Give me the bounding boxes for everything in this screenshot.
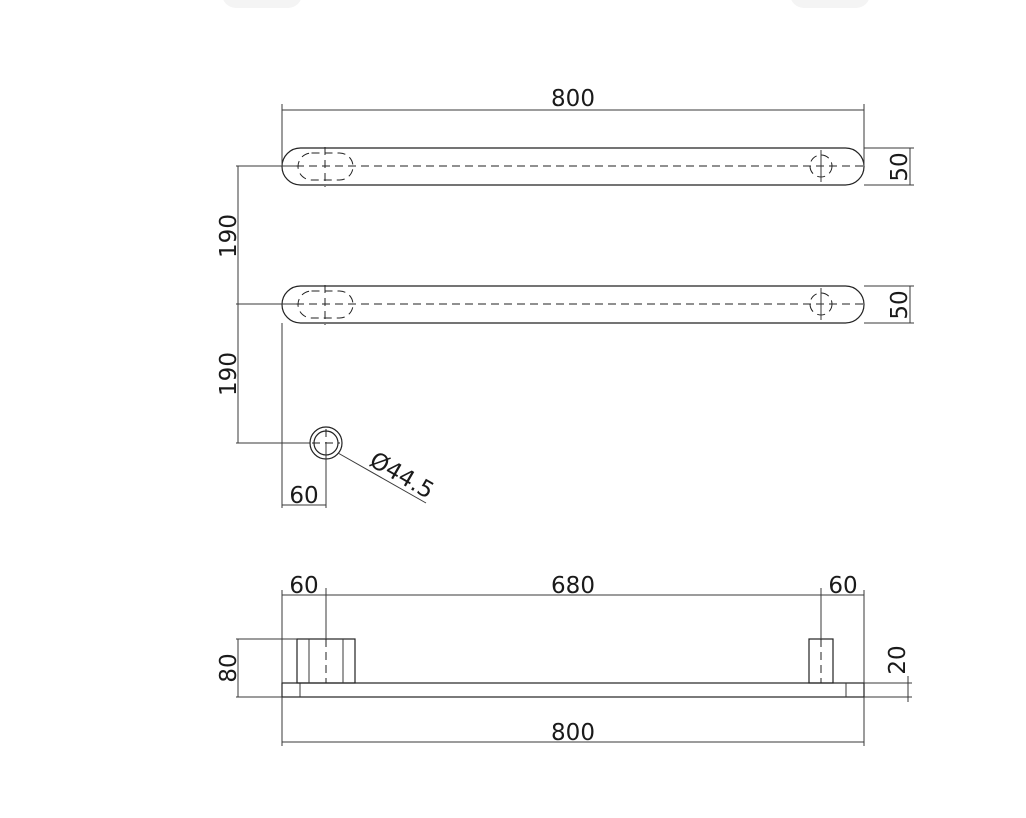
dim-side-height: 80	[216, 638, 297, 698]
top-left-tab	[222, 0, 302, 8]
dim-side-top: 60 680 60	[281, 573, 865, 683]
dim-side-right-offset-label: 60	[828, 573, 857, 599]
dim-side-left-offset-label: 60	[289, 573, 318, 599]
dim-bar-spacing-upper-label: 190	[216, 214, 242, 258]
dim-side-height-label: 80	[216, 653, 242, 682]
dim-top-length: 800	[281, 86, 865, 166]
dim-top-bar-height-label: 50	[887, 152, 913, 181]
top-right-tab	[790, 0, 870, 8]
dim-top-length-label: 800	[551, 86, 595, 112]
dim-middle-bar-height: 50	[864, 285, 914, 324]
dim-bar-spacing-lower-label: 190	[216, 352, 242, 396]
dim-pipe-offset-label: 60	[289, 483, 318, 509]
middle-bar	[281, 285, 865, 325]
top-bar	[281, 147, 865, 187]
dim-bar-spacing: 190 190	[216, 165, 310, 444]
dim-pipe-diameter-label: Ø44.5	[365, 447, 438, 504]
dim-side-thickness-label: 20	[885, 645, 911, 674]
side-view	[281, 600, 865, 698]
dim-top-bar-height: 50	[864, 147, 914, 186]
dim-side-total-label: 800	[551, 720, 595, 746]
dim-side-total: 800	[281, 697, 865, 746]
dim-middle-bar-height-label: 50	[887, 290, 913, 319]
pipe-section: 60 Ø44.5	[281, 323, 438, 509]
dim-side-center-span-label: 680	[551, 573, 595, 599]
dim-side-thickness: 20	[864, 645, 912, 702]
